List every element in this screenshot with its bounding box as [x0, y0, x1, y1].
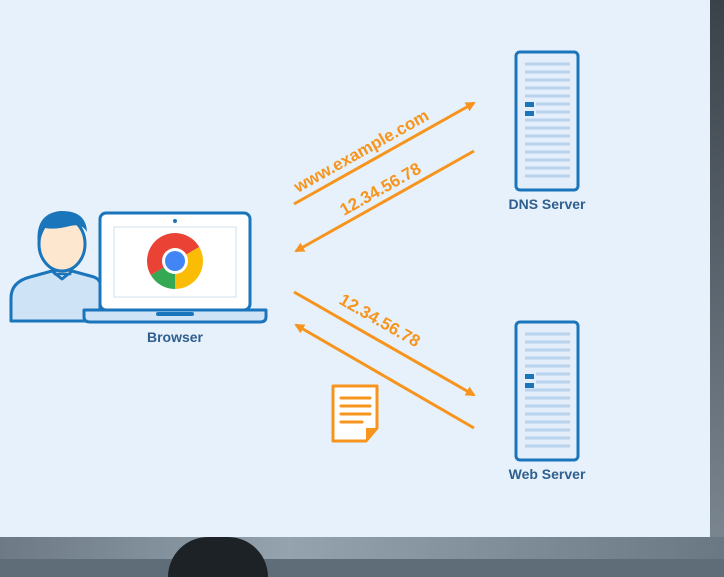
dns-lookup-diagram: Browser DNS Server [9, 50, 586, 482]
video-frame-edge [710, 0, 724, 559]
user-icon [9, 210, 102, 323]
document-icon [331, 384, 379, 443]
arrow-web-to-browser [294, 323, 475, 430]
chrome-logo-icon [146, 233, 204, 289]
diagram-canvas: Browser DNS Server [0, 0, 710, 537]
arrow-label-domain: www.example.com [290, 106, 432, 197]
arrow-browser-to-dns [293, 101, 476, 206]
browser-label: Browser [147, 329, 204, 345]
arrow-dns-to-browser [294, 149, 475, 253]
web-server-icon [514, 320, 580, 462]
video-frame-bottom [0, 537, 724, 559]
dns-server-label: DNS Server [508, 196, 586, 212]
arrow-browser-to-web [293, 290, 476, 397]
web-server-label: Web Server [509, 466, 586, 482]
dns-server-icon [514, 50, 580, 192]
